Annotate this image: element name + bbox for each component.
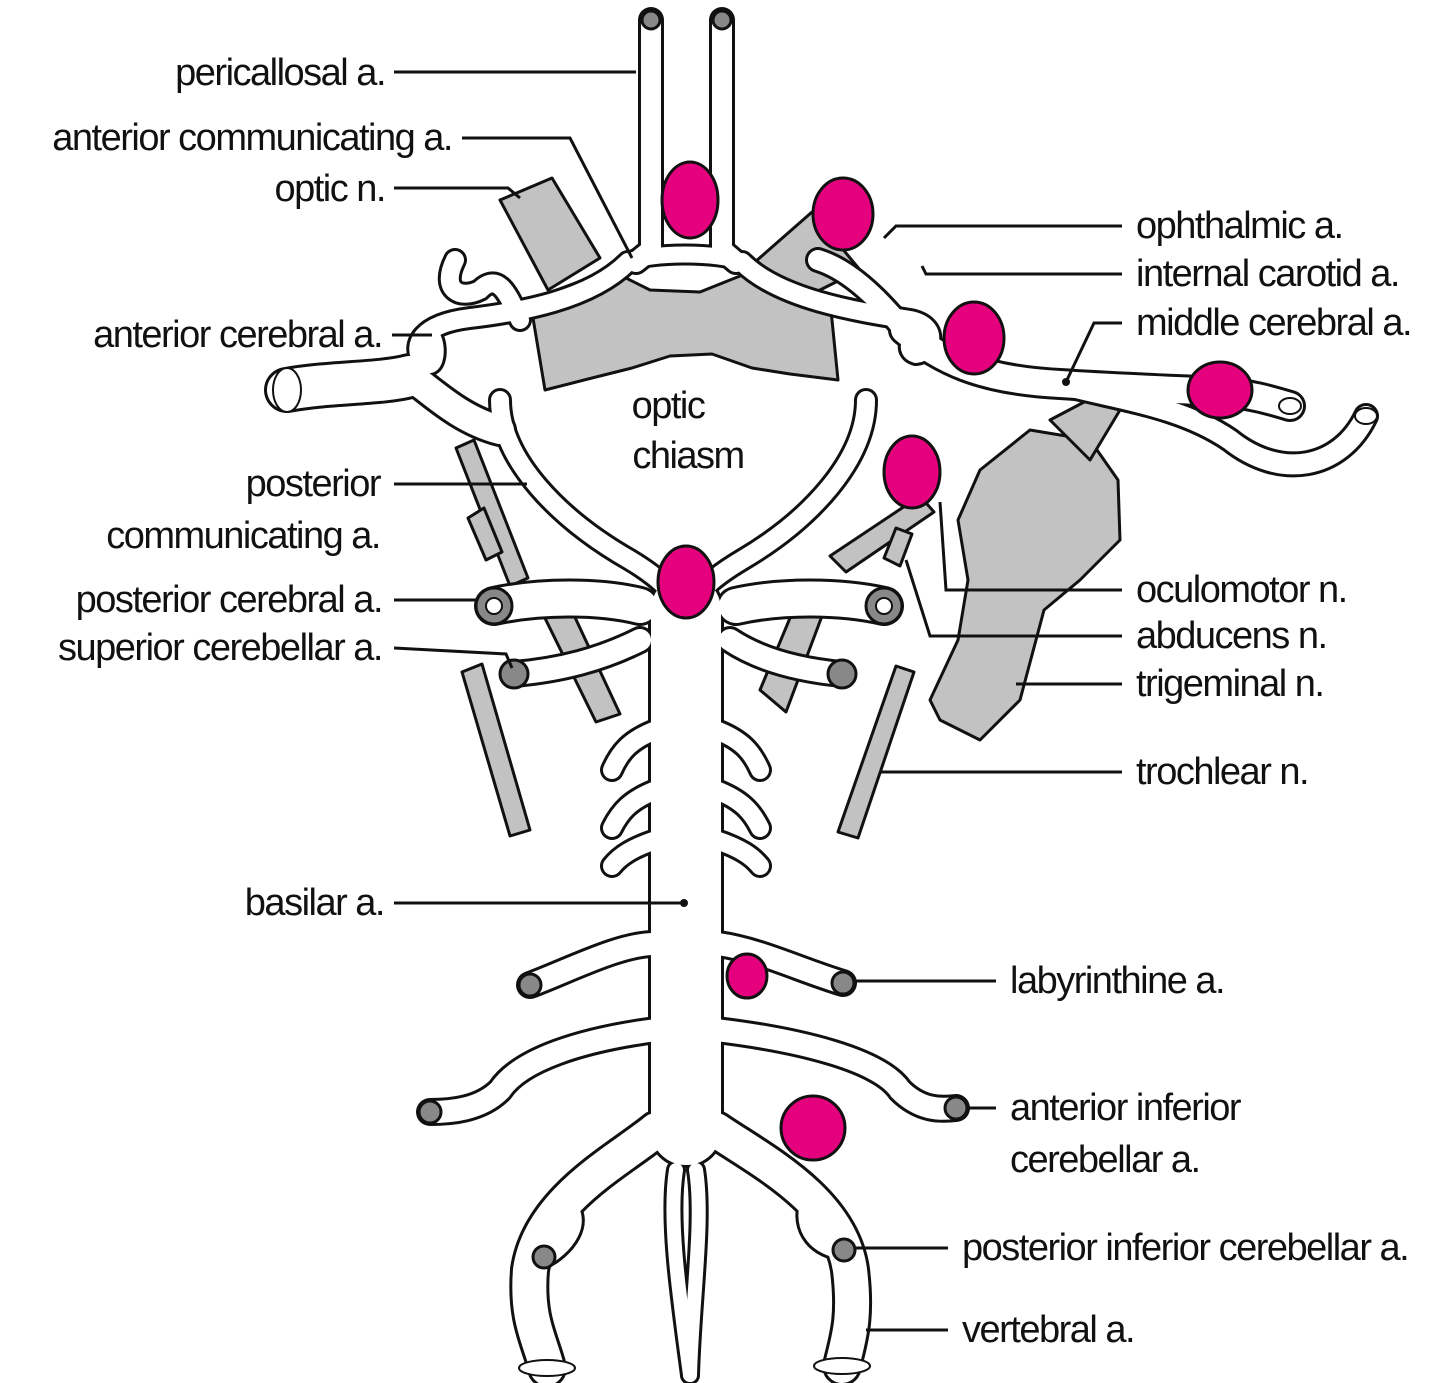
leader-ophthalmic	[884, 226, 1122, 238]
label-ophthalmic: ophthalmic a.	[1136, 205, 1343, 247]
leader-superior-cerebellar	[394, 648, 512, 668]
leader-basilar-dot	[680, 899, 688, 907]
superior-cerebellar-end-right	[828, 660, 856, 688]
label-anterior-communicating: anterior communicating a.	[52, 117, 452, 159]
labyrinthine-end-right	[832, 972, 854, 994]
label-anterior-inferior-line1: anterior inferior	[1010, 1087, 1242, 1129]
label-trigeminal: trigeminal n.	[1136, 663, 1323, 705]
leader-middle-cerebral-dot	[1062, 378, 1070, 386]
trigeminal-nerve-right	[930, 430, 1120, 740]
aneurysm-posterior-communicating	[884, 436, 940, 508]
vertebral-end-right	[814, 1358, 870, 1374]
label-anterior-inferior-line2: cerebellar a.	[1010, 1139, 1200, 1181]
pica-end-left	[533, 1246, 555, 1268]
artery-posterior-cerebral-right	[736, 599, 884, 607]
label-posterior-communicating-line2: communicating a.	[106, 515, 380, 557]
aneurysm-middle-cerebral-distal	[1188, 362, 1252, 418]
aica-end-left	[419, 1101, 441, 1123]
label-pericallosal: pericallosal a.	[175, 52, 385, 94]
aneurysm-labyrinthine	[727, 954, 767, 998]
middle-cerebral-end-2	[1355, 408, 1377, 424]
artery-internal-carotid-left	[410, 376, 500, 430]
artery-anterior-communicating	[628, 255, 742, 263]
artery-posterior-cerebral-left	[494, 599, 640, 607]
label-vertebral: vertebral a.	[962, 1309, 1134, 1351]
label-basilar: basilar a.	[245, 882, 384, 924]
labyrinthine-end-left	[519, 974, 541, 996]
middle-cerebral-end-1	[1279, 398, 1301, 414]
label-labyrinthine: labyrinthine a.	[1010, 960, 1224, 1002]
trochlear-nerve-left	[462, 664, 530, 836]
leader-optic-n	[394, 188, 520, 198]
pericallosal-end-right	[713, 11, 731, 29]
label-internal-carotid: internal carotid a.	[1136, 253, 1399, 295]
aneurysm-anterior-communicating	[662, 162, 718, 238]
label-abducens: abducens n.	[1136, 615, 1327, 657]
aneurysm-middle-cerebral-bifurcation	[944, 302, 1004, 374]
vertebral-end-left	[519, 1360, 575, 1376]
label-posterior-communicating-line1: posterior	[246, 463, 382, 505]
posterior-cerebral-end-left-inner	[486, 598, 502, 614]
aneurysm-aica	[781, 1096, 845, 1160]
label-optic-chiasm-line2: chiasm	[632, 435, 743, 477]
posterior-cerebral-end-right-inner	[876, 598, 892, 614]
superior-cerebellar-end-left	[500, 660, 528, 688]
aica-end-right	[945, 1097, 967, 1119]
artery-anterior-cerebral-stub	[287, 376, 410, 390]
pericallosal-end-left	[642, 11, 660, 29]
aneurysm-ophthalmic	[813, 178, 873, 250]
aneurysm-basilar-tip	[658, 546, 714, 618]
label-superior-cerebellar: superior cerebellar a.	[58, 627, 382, 669]
label-trochlear: trochlear n.	[1136, 751, 1308, 793]
pica-end-right	[833, 1239, 855, 1261]
label-optic-n: optic n.	[274, 168, 385, 210]
leader-internal-carotid	[922, 266, 1122, 274]
anterior-cerebral-stub-end	[273, 368, 301, 412]
label-optic-chiasm-line1: optic	[632, 385, 705, 427]
trochlear-nerve-right	[838, 666, 914, 838]
label-anterior-cerebral: anterior cerebral a.	[93, 314, 382, 356]
label-oculomotor: oculomotor n.	[1136, 569, 1347, 611]
label-posterior-cerebral: posterior cerebral a.	[76, 579, 382, 621]
label-middle-cerebral: middle cerebral a.	[1136, 302, 1411, 344]
label-posterior-inferior: posterior inferior cerebellar a.	[962, 1227, 1408, 1269]
